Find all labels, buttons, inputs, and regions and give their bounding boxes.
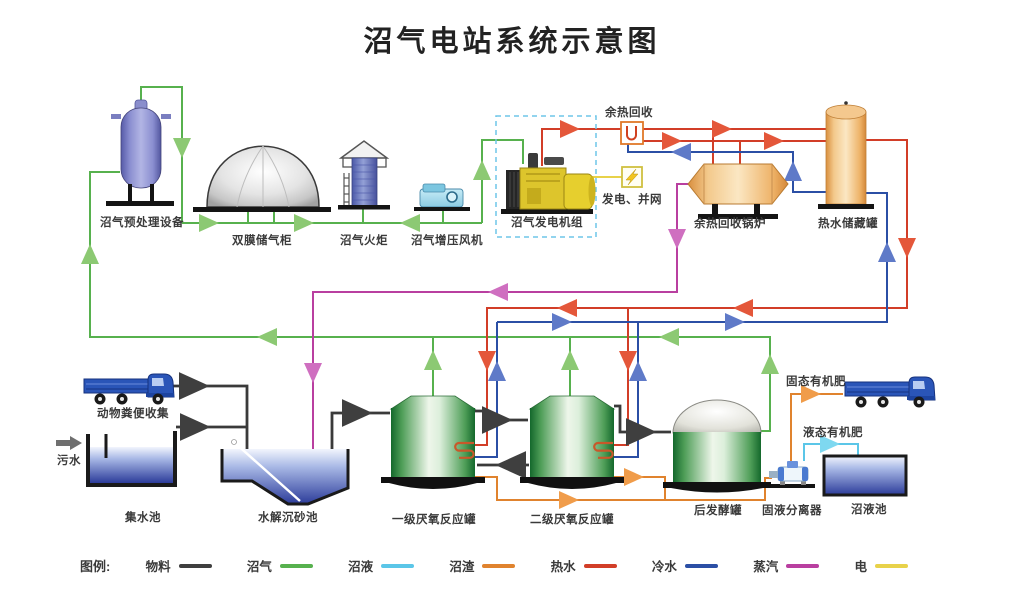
- page-title: 沼气电站系统示意图: [363, 26, 661, 58]
- torch-graphic: [338, 140, 390, 210]
- label-booster-fan: 沼气增压风机: [411, 235, 483, 247]
- legend-label: 沼液: [348, 560, 374, 574]
- label-boiler: 余热回收锅炉: [694, 218, 766, 230]
- legend-swatch-steam: [786, 563, 820, 568]
- legend-item-material: 物料: [146, 556, 212, 575]
- legend-item-cold-water: 冷水: [652, 556, 718, 575]
- label-slurry-pool: 沼液池: [851, 504, 887, 516]
- legend-item-biogas: 沼气: [247, 556, 313, 575]
- legend-label: 沼气: [246, 560, 272, 574]
- label-heat-recovery: 余热回收: [605, 107, 653, 119]
- pipes-biogas: [81, 86, 779, 432]
- label-pretreatment: 沼气预处理设备: [100, 217, 184, 229]
- label-sewage: 污水: [57, 455, 81, 467]
- legend-swatch-residue: [482, 563, 516, 568]
- legend-label: 热水: [550, 560, 576, 574]
- legend-swatch-hot-water: [583, 563, 617, 568]
- hot-water-tank-graphic: [818, 101, 874, 209]
- pipes-steam: [304, 183, 689, 460]
- legend-item-steam: 蒸汽: [753, 556, 820, 575]
- legend-swatch-slurry: [381, 563, 415, 568]
- sewage-arrow: [56, 436, 82, 450]
- hydrolysis-pool-graphic: [220, 439, 350, 506]
- collection-pool-graphic: [86, 431, 177, 487]
- boiler-graphic: [687, 163, 789, 219]
- post-fermenter-graphic: [663, 399, 771, 493]
- power-grid-box-graphic: [621, 166, 643, 188]
- slurry-pool-graphic: [822, 454, 908, 497]
- fertilizer-truck-graphic: [844, 376, 936, 408]
- secondary-reactor-graphic: [520, 395, 624, 489]
- label-hot-water-tank: 热水储藏罐: [818, 218, 878, 230]
- manure-truck-graphic: [83, 373, 175, 405]
- label-liquid-fertilizer: 液态有机肥: [803, 427, 863, 439]
- label-genset: 沼气发电机组: [511, 217, 583, 229]
- pretreatment-tank-graphic: [106, 99, 174, 206]
- label-collection-pool: 集水池: [125, 512, 161, 524]
- pipes-material: [170, 372, 671, 479]
- legend-item-slurry: 沼液: [348, 556, 415, 575]
- legend-swatch-cold-water: [684, 563, 718, 568]
- pipes-cold-water: [475, 143, 896, 458]
- legend-label: 冷水: [651, 560, 677, 574]
- legend-swatch-biogas: [279, 563, 313, 568]
- legend-item-residue: 沼渣: [449, 556, 516, 575]
- label-solid-fertilizer: 固态有机肥: [786, 376, 846, 388]
- legend-label: 物料: [145, 560, 171, 574]
- heat-recovery-box-graphic: [620, 121, 644, 145]
- label-torch: 沼气火炬: [340, 235, 388, 247]
- legend-label: 蒸汽: [753, 560, 779, 574]
- legend-item-hot-water: 热水: [551, 556, 617, 575]
- genset-graphic: [495, 115, 597, 238]
- gas-holder-graphic: [193, 145, 331, 212]
- primary-reactor-graphic: [381, 395, 485, 489]
- legend-swatch-material: [178, 563, 212, 568]
- label-gas-holder: 双膜储气柜: [232, 235, 292, 247]
- label-primary-reactor: 一级厌氧反应罐: [392, 514, 476, 526]
- legend-item-electric: 电: [854, 556, 908, 575]
- legend-title: 图例:: [80, 559, 111, 574]
- legend-swatch-electric: [874, 563, 908, 568]
- label-post-fermenter: 后发酵罐: [694, 505, 742, 517]
- legend: 图例: 物料 沼气 沼液 沼渣 热水 冷水 蒸汽 电: [80, 556, 908, 575]
- label-separator: 固液分离器: [762, 505, 822, 517]
- label-manure-collection: 动物粪便收集: [97, 408, 169, 420]
- legend-label: 电: [854, 560, 867, 574]
- separator-graphic: [769, 461, 815, 488]
- booster-fan-graphic: [414, 183, 470, 211]
- label-power-grid: 发电、并网: [602, 194, 662, 206]
- pipes-residue: [475, 385, 843, 509]
- label-hydrolysis-pool: 水解沉砂池: [258, 512, 318, 524]
- legend-label: 沼渣: [449, 560, 475, 574]
- label-secondary-reactor: 二级厌氧反应罐: [530, 514, 614, 526]
